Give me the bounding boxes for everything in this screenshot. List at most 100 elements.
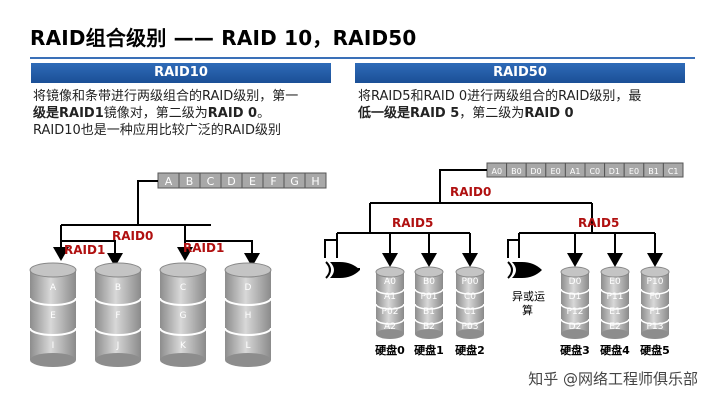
raid10-disk: D H L (224, 262, 272, 367)
raid50-disk-label: 硬盘4 (600, 343, 630, 357)
xor-gate-right-icon (507, 261, 542, 279)
raid50-disk-block-label: A0 (384, 277, 396, 287)
raid10-disk: CGK (159, 262, 207, 367)
raid50-stripe-label: C1 (668, 167, 679, 176)
raid50-stripe-cell: E0 (623, 162, 645, 178)
raid50-disk-label: 硬盘3 (560, 343, 590, 357)
raid50-header: RAID50 (355, 63, 685, 83)
raid10-stripe-label: H (311, 175, 319, 188)
raid10-raid0-label: RAID0 (112, 229, 153, 243)
raid50-stripe-cell: C0 (584, 162, 606, 178)
raid50-stripe-cell: B1 (643, 162, 664, 178)
raid50-raid0-label: RAID0 (450, 185, 491, 199)
raid50-disk-block-label: C1 (464, 307, 476, 317)
raid10-raid1-right-label: RAID1 (183, 241, 224, 255)
raid10-stripe-cell: E (241, 172, 264, 189)
xor-label-line2: 算 (522, 303, 533, 317)
raid50-disk-label: 硬盘1 (414, 343, 444, 357)
raid10-disk-block-label: L (245, 341, 250, 351)
raid10-disk-block-label: J (116, 341, 120, 351)
raid50-disk-block-label: C0 (464, 292, 476, 302)
raid10-disk: B F J (94, 262, 142, 367)
raid50-raid5-left-label: RAID5 (392, 216, 433, 230)
raid50-disk-block-label: B2 (423, 322, 435, 332)
title-underline (30, 57, 695, 59)
raid10-disk-block-label: E (50, 311, 56, 321)
raid50-disk-block-label: D1 (569, 292, 582, 302)
raid50-disk-block-label: E2 (609, 322, 620, 332)
raid10-disk: A E I (29, 262, 77, 367)
raid10-stripe-label: A (165, 175, 173, 188)
raid10-disk-block-label: B (115, 283, 121, 293)
raid50-disk-label: 硬盘0 (375, 343, 405, 357)
raid10-raid1-left-label: RAID1 (64, 243, 105, 257)
raid50-disk-block-label: E1 (609, 307, 620, 317)
raid10-disk-block-label: H (245, 311, 252, 321)
raid10-stripe-cell: C (199, 172, 222, 189)
raid50-stripe-cell: C1 (662, 162, 684, 178)
raid50-stripe-cell: B0 (506, 162, 527, 178)
raid50-stripe-label: E0 (629, 167, 639, 176)
xor-gate-left-icon (325, 261, 360, 279)
raid50-disk-block-label: P03 (462, 322, 479, 332)
raid10-stripe-cell: H (304, 172, 327, 189)
page-title: RAID组合级别 —— RAID 10，RAID50 (30, 26, 417, 50)
raid50-description: 将RAID5和RAID 0进行两级组合的RAID级别，最 低一级是RAID 5，… (358, 89, 642, 121)
raid50-disk-block-label: B0 (423, 277, 435, 287)
raid10-disk-block-label: A (50, 283, 57, 293)
raid50-stripe-cell: D1 (604, 162, 625, 178)
raid50-stripe-label: A1 (570, 167, 581, 176)
raid10-stripe-cell: G (283, 172, 306, 189)
raid50-raid5-right-label: RAID5 (578, 216, 619, 230)
raid50-stripe-label: B1 (648, 167, 659, 176)
raid50-stripe-label: B0 (511, 167, 522, 176)
raid10-disk-block-label: F (115, 311, 120, 321)
raid10-disk-block-label: K (180, 341, 187, 351)
raid10-stripe-cell: F (262, 172, 285, 189)
raid50-stripe-label: E0 (551, 167, 561, 176)
watermark: 知乎 @网络工程师俱乐部 (528, 370, 698, 388)
raid10-stripe-label: D (227, 175, 235, 188)
raid50-disk-label: 硬盘2 (455, 343, 485, 357)
raid50-disk-block-label: P10 (647, 277, 664, 287)
raid50-disk-block-label: P01 (421, 292, 438, 302)
raid50-disk-block-label: P02 (382, 307, 399, 317)
raid50-disk-block-label: B1 (423, 307, 435, 317)
raid50-disks: A0A1P02A2硬盘0B0P01B1B2硬盘1P00C0C1P03硬盘2D0D… (375, 266, 670, 357)
raid50-disk-block-label: P12 (567, 307, 584, 317)
raid50-stripe-label: A0 (492, 167, 503, 176)
raid10-stripe-label: F (270, 175, 276, 188)
raid10-stripe-label: G (290, 175, 299, 188)
raid10-disk-block-label: I (52, 341, 55, 351)
raid50-stripe-cell: D0 (525, 162, 547, 178)
raid10-header: RAID10 (31, 63, 331, 83)
raid10-connectors (53, 180, 260, 267)
raid50-disk-block-label: D2 (569, 322, 582, 332)
raid50-disk-block-label: P00 (462, 277, 479, 287)
raid50-stripe-cell: E0 (545, 162, 566, 178)
raid50-disk-block-label: F1 (650, 307, 661, 317)
xor-label-line1: 异或运 (512, 290, 545, 303)
raid10-stripe-cell: B (178, 172, 201, 189)
raid10-stripe-cell: D (220, 172, 243, 189)
raid50-disk-block-label: A1 (384, 292, 396, 302)
raid50-stripe-cell: A1 (564, 162, 586, 178)
raid50-stripe-label: D0 (530, 167, 541, 176)
raid50-stripe-cell: A0 (486, 162, 508, 178)
raid50-disk-block-label: P11 (607, 292, 624, 302)
raid10-description: 将镜像和条带进行两级组合的RAID级别，第一 级是RAID1镜像对，第二级为RA… (33, 89, 299, 138)
raid10-disk-block-label: D (245, 283, 252, 293)
raid10-stripe-label: B (186, 175, 194, 188)
raid50-disk-block-label: D0 (569, 277, 582, 287)
raid10-stripe-cell: A (157, 172, 180, 189)
raid10-stripe-label: C (207, 175, 215, 188)
